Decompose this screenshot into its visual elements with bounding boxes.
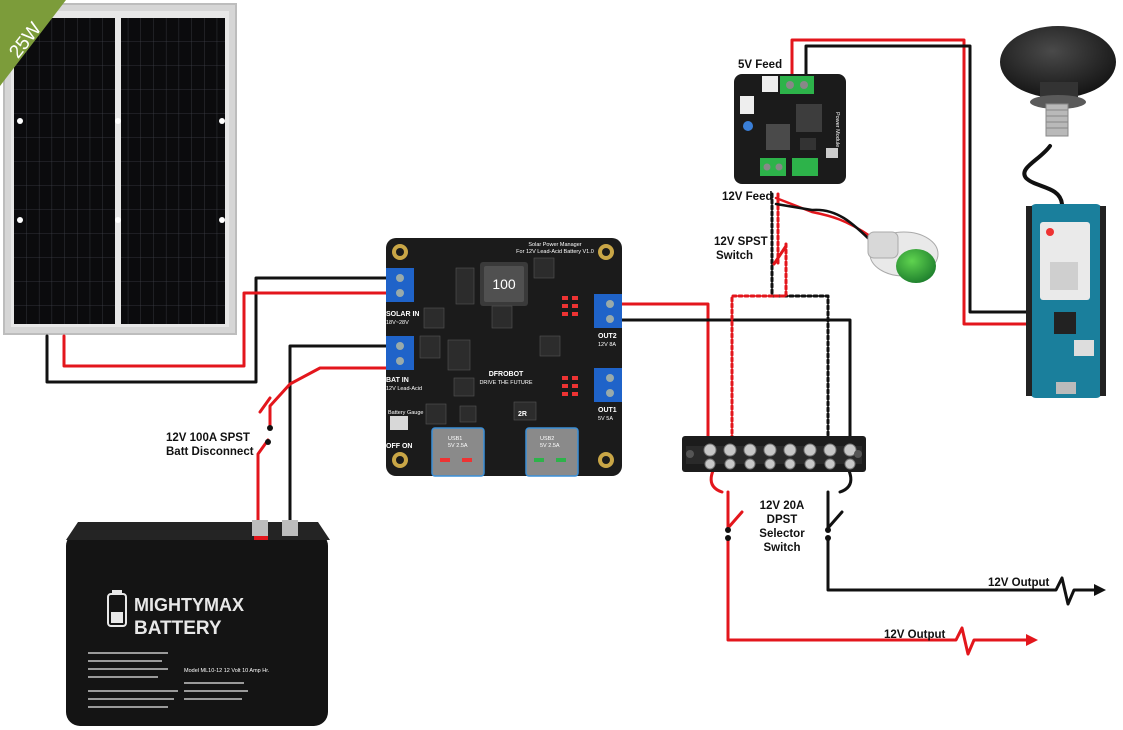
battery-negative-terminal xyxy=(282,520,298,536)
push-button xyxy=(867,231,939,283)
antenna xyxy=(1000,26,1116,137)
spst-switch-blade xyxy=(772,244,788,266)
board-title-1: Solar Power Manager xyxy=(528,242,581,248)
dpst-switch-red-blade xyxy=(726,510,744,530)
label-spst-1: 12V SPST xyxy=(714,236,768,248)
usb2-label: USB2 xyxy=(540,436,554,442)
battery-positive-terminal xyxy=(252,520,268,536)
board-title-2: For 12V Lead-Acid Battery V1.0 xyxy=(516,249,594,255)
terminal-block xyxy=(682,436,866,472)
wires xyxy=(45,38,1098,656)
busbar-markers xyxy=(17,118,225,223)
power-module-side-label: Power Module xyxy=(834,112,840,147)
switch-contacts xyxy=(265,425,831,541)
usb2-rating: 5V 2.5A xyxy=(540,443,560,449)
label-output-red: 12V Output xyxy=(884,629,946,641)
chip-2r-label: 2R xyxy=(518,411,527,418)
label-batt-disconnect-2: Batt Disconnect xyxy=(166,446,254,458)
label-5v-feed: 5V Feed xyxy=(738,59,782,71)
label-dpst-4: Switch xyxy=(763,542,800,554)
solar-panel: 25W xyxy=(0,0,237,335)
wire-12v-feed-positive xyxy=(730,192,788,450)
label-dpst-2: DPST xyxy=(767,514,798,526)
power-module-5v-terminal xyxy=(780,76,814,94)
antenna-cable xyxy=(1022,144,1064,206)
inductor-label: 100 xyxy=(492,276,516,292)
output-black-arrow xyxy=(1094,584,1106,596)
label-batt-disconnect-1: 12V 100A SPST xyxy=(166,432,250,444)
battery-gauge-label: Battery Gauge xyxy=(388,410,423,416)
wire-battery-positive-lower xyxy=(256,438,270,534)
power-module-12v-terminal xyxy=(760,158,786,176)
usb1-label: USB1 xyxy=(448,436,462,442)
wire-out2-negative xyxy=(614,318,852,452)
led-indicators xyxy=(562,296,578,396)
wire-button-black xyxy=(774,202,876,246)
output-red-arrow xyxy=(1026,634,1038,646)
out2-label: OUT2 xyxy=(598,333,617,340)
wire-output-red xyxy=(726,536,1028,656)
battery-brand-1: MIGHTYMAX xyxy=(134,595,244,615)
wire-battery-positive-upper xyxy=(268,366,394,430)
wire-12v-feed-negative xyxy=(770,192,830,450)
label-output-black: 12V Output xyxy=(988,577,1050,589)
solar-in-range: 18V~28V xyxy=(386,320,409,326)
solar-cell-array-left xyxy=(14,18,115,324)
out2-terminal xyxy=(594,294,622,328)
label-dpst-1: 12V 20A xyxy=(760,500,805,512)
battery-brand-2: BATTERY xyxy=(134,618,222,639)
wire-battery-negative xyxy=(288,344,394,522)
solar-cell-array-right xyxy=(121,18,225,324)
label-spst-2: Switch xyxy=(716,250,753,262)
usb-connector xyxy=(1056,382,1076,394)
wire-5v-negative xyxy=(804,44,1042,314)
out1-rating: 5V 5A xyxy=(598,416,613,422)
power-switch xyxy=(390,416,408,430)
out1-terminal xyxy=(594,368,622,402)
out1-label: OUT1 xyxy=(598,407,617,414)
brand-label: DFROBOT xyxy=(489,371,524,378)
microcontroller-board xyxy=(1026,204,1106,398)
wire-5v-positive xyxy=(790,38,1042,326)
wattage-badge xyxy=(0,0,66,86)
usb1-rating: 5V 2.5A xyxy=(448,443,468,449)
battery-model: Model ML10-12 12 Volt 10 Amp Hr. xyxy=(184,668,270,674)
label-12v-feed: 12V Feed xyxy=(722,191,773,203)
bat-in-label: BAT IN xyxy=(386,377,409,384)
wire-button-red xyxy=(774,196,872,238)
usb1-port xyxy=(431,427,485,477)
power-module-board: Power Module xyxy=(734,74,846,184)
solar-power-manager-board: 100 Solar Po xyxy=(386,238,622,477)
wire-solar-negative xyxy=(45,276,394,384)
battery: MIGHTYMAX BATTERY Model ML10-12 12 Volt … xyxy=(66,520,330,726)
label-dpst-3: Selector xyxy=(759,528,805,540)
dpst-switch-black-blade xyxy=(826,510,844,530)
wire-output-black xyxy=(826,536,1098,606)
wire-out2-positive xyxy=(614,302,710,452)
usb2-port xyxy=(525,427,579,477)
tagline-label: DRIVE THE FUTURE xyxy=(479,380,532,386)
bat-in-type: 12V Lead-Acid xyxy=(386,386,422,392)
off-on-label: OFF ON xyxy=(386,443,412,450)
solar-in-label: SOLAR IN xyxy=(386,311,419,318)
wire-solar-positive xyxy=(62,291,394,368)
wire-battery-positive-stub xyxy=(258,396,272,414)
out2-rating: 12V 8A xyxy=(598,342,616,348)
